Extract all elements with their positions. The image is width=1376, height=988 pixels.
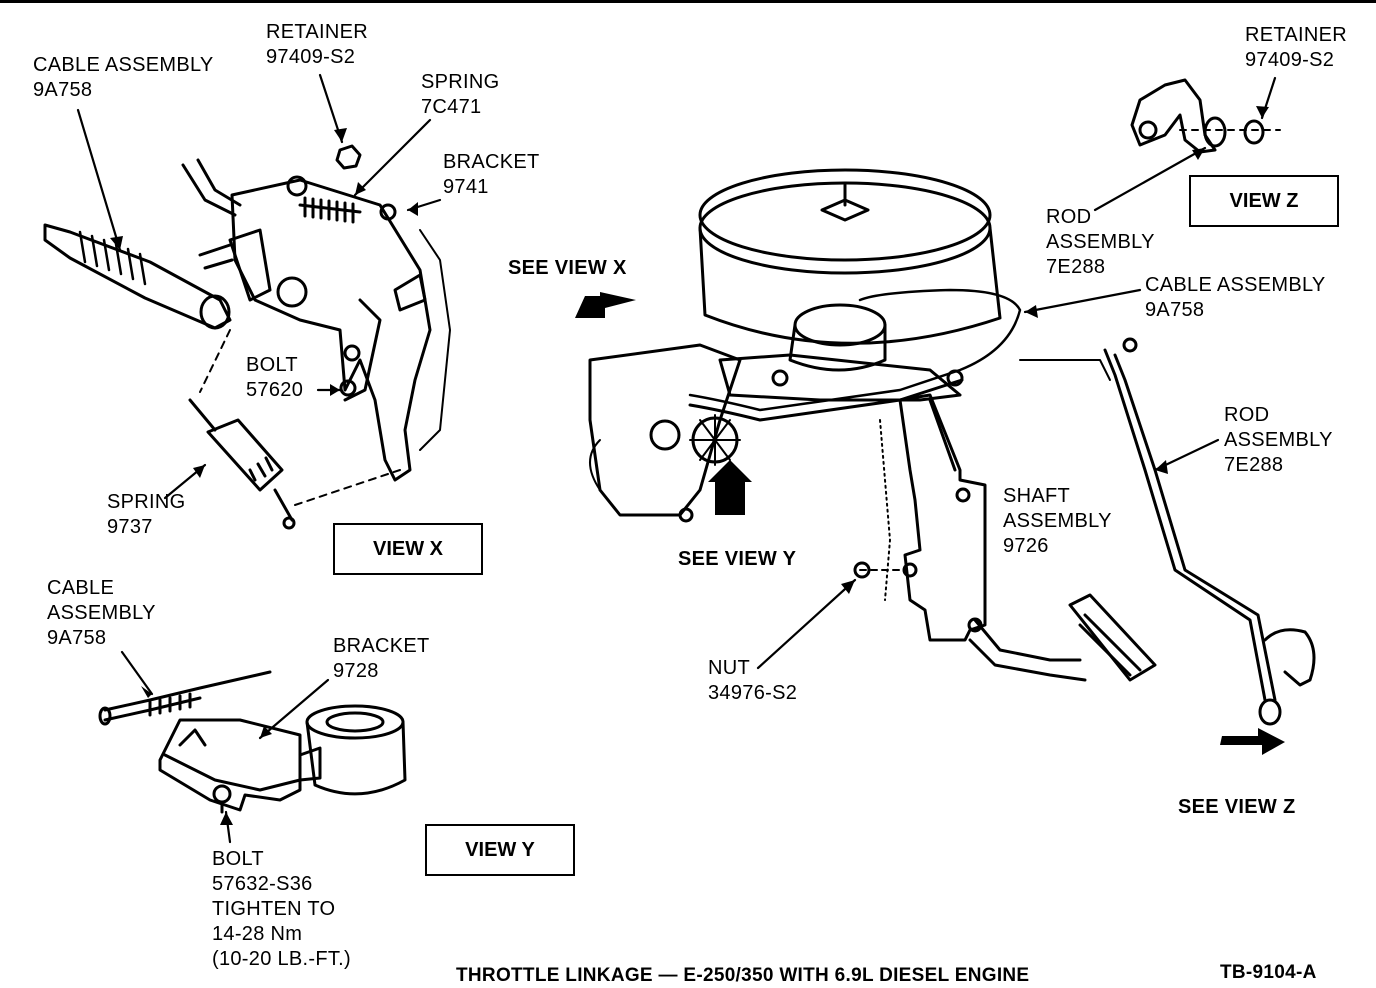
cable-assembly-main-label-line2: 9A758: [1145, 299, 1205, 321]
bolt-y-label-line3: TIGHTEN TO: [212, 898, 336, 920]
bracket-9741-label: BRACKET 9741: [443, 150, 540, 200]
nut-label: NUT 34976-S2: [708, 656, 797, 706]
shaft-assembly-label-line1: SHAFT: [1003, 485, 1071, 507]
view-y-assembly: [98, 670, 407, 814]
view-z-assembly: [1130, 78, 1281, 154]
bracket-9741-label-line2: 9741: [443, 176, 489, 198]
nut-label-line1: NUT: [708, 657, 751, 679]
rod-assembly-main-label-line2: ASSEMBLY: [1224, 429, 1333, 451]
spring-9737-label-line2: 9737: [107, 516, 153, 538]
view-y-title: VIEW Y: [465, 838, 535, 861]
cable-assembly-x-label: CABLE ASSEMBLY 9A758: [33, 53, 214, 103]
view-x-title: VIEW X: [372, 537, 443, 560]
nut-label-line2: 34976-S2: [708, 682, 798, 704]
rod-assembly-z-label-line3: 7E288: [1046, 256, 1106, 278]
top-border-line: [0, 0, 1376, 3]
bolt-y-label-line5: (10-20 LB.-FT.): [212, 948, 351, 970]
view-y-box: VIEW Y: [425, 824, 575, 876]
spring-7c471-label-line2: 7C471: [421, 96, 482, 118]
see-view-x-label: SEE VIEW X: [508, 257, 627, 279]
bolt-y-label-line1: BOLT: [212, 848, 264, 870]
view-x-assembly: [43, 144, 451, 530]
bracket-9728-label-line1: BRACKET: [333, 635, 430, 657]
spring-9737-label: SPRING 9737: [107, 490, 185, 540]
see-view-z-label: SEE VIEW Z: [1178, 796, 1296, 818]
spring-7c471-label-line1: SPRING: [421, 71, 500, 93]
bolt-y-label-line4: 14-28 Nm: [212, 923, 303, 945]
bolt-y-label: BOLT 57632-S36 TIGHTEN TO 14-28 Nm (10-2…: [212, 847, 351, 972]
see-view-x-arrow: [575, 292, 636, 318]
bolt-57620-label-line2: 57620: [246, 379, 304, 401]
bracket-9741-label-line1: BRACKET: [443, 151, 540, 173]
rod-assembly-z-label-line2: ASSEMBLY: [1046, 231, 1155, 253]
cable-assembly-y-label-line1: CABLE: [47, 577, 115, 599]
retainer-z-label: RETAINER 97409-S2: [1245, 23, 1347, 73]
see-view-y-label: SEE VIEW Y: [678, 548, 797, 570]
shaft-assembly-label-line2: ASSEMBLY: [1003, 510, 1112, 532]
retainer-z-label-line2: 97409-S2: [1245, 49, 1335, 71]
rod-assembly-main-label: ROD ASSEMBLY 7E288: [1224, 403, 1333, 478]
figure-id: TB-9104-A: [1220, 962, 1317, 983]
bracket-9728-label: BRACKET 9728: [333, 634, 430, 684]
cable-assembly-main-label: CABLE ASSEMBLY 9A758: [1145, 273, 1326, 323]
bolt-y-label-line2: 57632-S36: [212, 873, 313, 895]
rod-assembly-main-label-line3: 7E288: [1224, 454, 1284, 476]
cable-assembly-main-label-line1: CABLE ASSEMBLY: [1145, 274, 1326, 296]
view-z-box: VIEW Z: [1189, 175, 1339, 227]
bolt-57620-label-line1: BOLT: [246, 354, 298, 376]
view-z-title: VIEW Z: [1229, 189, 1299, 212]
rod-assembly-main-label-line1: ROD: [1224, 404, 1270, 426]
rod-assembly-z-label: ROD ASSEMBLY 7E288: [1046, 205, 1155, 280]
shaft-assembly-label-line3: 9726: [1003, 535, 1049, 557]
cable-assembly-y-label: CABLE ASSEMBLY 9A758: [47, 576, 156, 651]
bolt-57620-label: BOLT 57620: [246, 353, 303, 403]
retainer-x-label: RETAINER 97409-S2: [266, 20, 368, 70]
cable-assembly-y-label-line3: 9A758: [47, 627, 107, 649]
main-engine-assembly: [588, 168, 1316, 726]
see-view-z-arrow: [1220, 728, 1285, 755]
spring-7c471-label: SPRING 7C471: [421, 70, 499, 120]
cable-assembly-x-label-line2: 9A758: [33, 79, 93, 101]
retainer-x-label-line1: RETAINER: [266, 21, 369, 43]
bracket-9728-label-line2: 9728: [333, 660, 379, 682]
figure-caption: THROTTLE LINKAGE — E-250/350 WITH 6.9L D…: [456, 965, 1030, 986]
leader-arrowheads: [110, 106, 1269, 825]
retainer-z-label-line1: RETAINER: [1245, 24, 1348, 46]
view-x-box: VIEW X: [333, 523, 483, 575]
cable-assembly-x-label-line1: CABLE ASSEMBLY: [33, 54, 214, 76]
see-view-y-arrow: [708, 460, 752, 515]
rod-assembly-z-label-line1: ROD: [1046, 206, 1092, 228]
cable-assembly-y-label-line2: ASSEMBLY: [47, 602, 156, 624]
shaft-assembly-label: SHAFT ASSEMBLY 9726: [1003, 484, 1112, 559]
spring-9737-label-line1: SPRING: [107, 491, 186, 513]
retainer-x-label-line2: 97409-S2: [266, 46, 356, 68]
